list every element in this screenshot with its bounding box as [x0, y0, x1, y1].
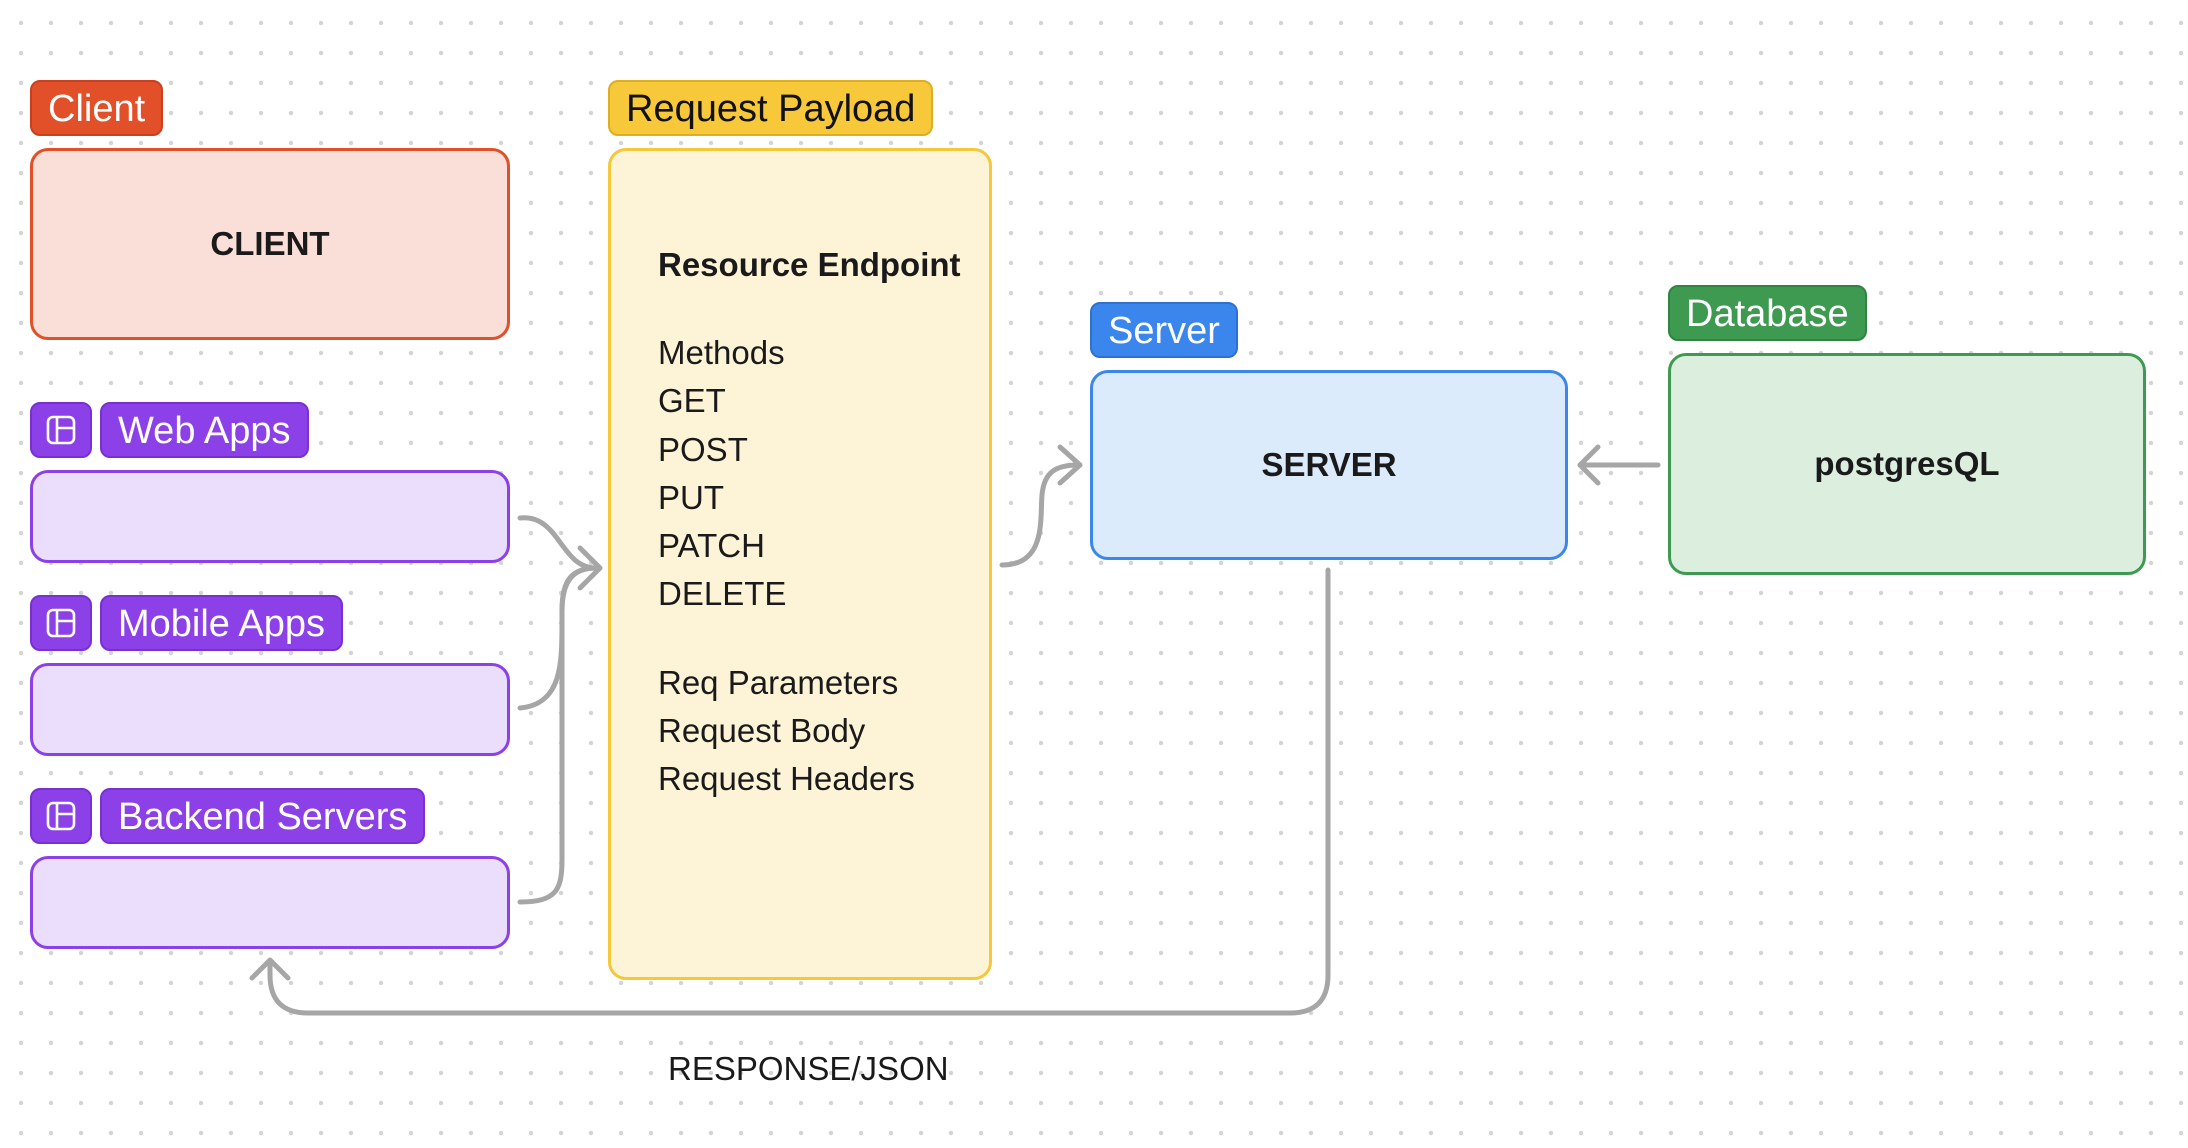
- req-parameters-label: Req Parameters: [658, 663, 899, 701]
- backend-servers-box[interactable]: [30, 856, 510, 949]
- method-put: PUT: [658, 478, 724, 516]
- arrowhead-server-from-db: [1577, 444, 1601, 486]
- arrowhead-server: [1057, 444, 1083, 486]
- mobile-apps-box[interactable]: [30, 663, 510, 756]
- database-box-label: postgresQL: [1814, 445, 2000, 482]
- server-box-label: SERVER: [1261, 446, 1397, 483]
- database-box[interactable]: postgresQL: [1668, 353, 2146, 575]
- mobile-apps-tag: Mobile Apps: [100, 595, 344, 651]
- web-apps-box[interactable]: [30, 470, 510, 563]
- layout-icon: [46, 608, 76, 638]
- connector-response: [267, 567, 1331, 1016]
- client-tag: Client: [30, 80, 164, 136]
- arrowhead-payload: [577, 545, 603, 591]
- methods-heading: Methods: [658, 334, 785, 371]
- layout-icon: [46, 415, 76, 445]
- layout-icon: [46, 801, 76, 831]
- connector-payload-to-server: [999, 462, 1081, 568]
- backend-servers-tag: Backend Servers: [100, 788, 426, 844]
- method-get: GET: [658, 382, 726, 420]
- request-headers-label: Request Headers: [658, 760, 915, 798]
- database-tag: Database: [1668, 285, 1867, 341]
- request-payload-box[interactable]: Resource Endpoint Methods GET POST PUT P…: [608, 148, 992, 980]
- mobile-apps-icon-button[interactable]: [30, 595, 92, 651]
- connector-backend-to-payload: [517, 565, 599, 905]
- backend-servers-icon-button[interactable]: [30, 788, 92, 844]
- client-box[interactable]: CLIENT: [30, 148, 510, 340]
- response-label: RESPONSE/JSON: [668, 1050, 949, 1087]
- method-patch: PATCH: [658, 527, 765, 565]
- resource-endpoint-label: Resource Endpoint: [658, 246, 961, 283]
- server-box[interactable]: SERVER: [1090, 370, 1568, 560]
- client-box-label: CLIENT: [210, 225, 330, 262]
- connector-web-to-payload: [517, 515, 599, 571]
- payload-content: Resource Endpoint Methods GET POST PUT P…: [658, 241, 961, 804]
- method-delete: DELETE: [658, 575, 787, 613]
- web-apps-tag: Web Apps: [100, 402, 309, 458]
- method-post: POST: [658, 430, 748, 468]
- request-payload-tag: Request Payload: [608, 80, 934, 136]
- server-tag: Server: [1090, 302, 1238, 358]
- arrowhead-response: [249, 957, 291, 981]
- web-apps-icon-button[interactable]: [30, 402, 92, 458]
- request-body-label: Request Body: [658, 712, 866, 750]
- connector-mobile-to-payload: [517, 565, 599, 711]
